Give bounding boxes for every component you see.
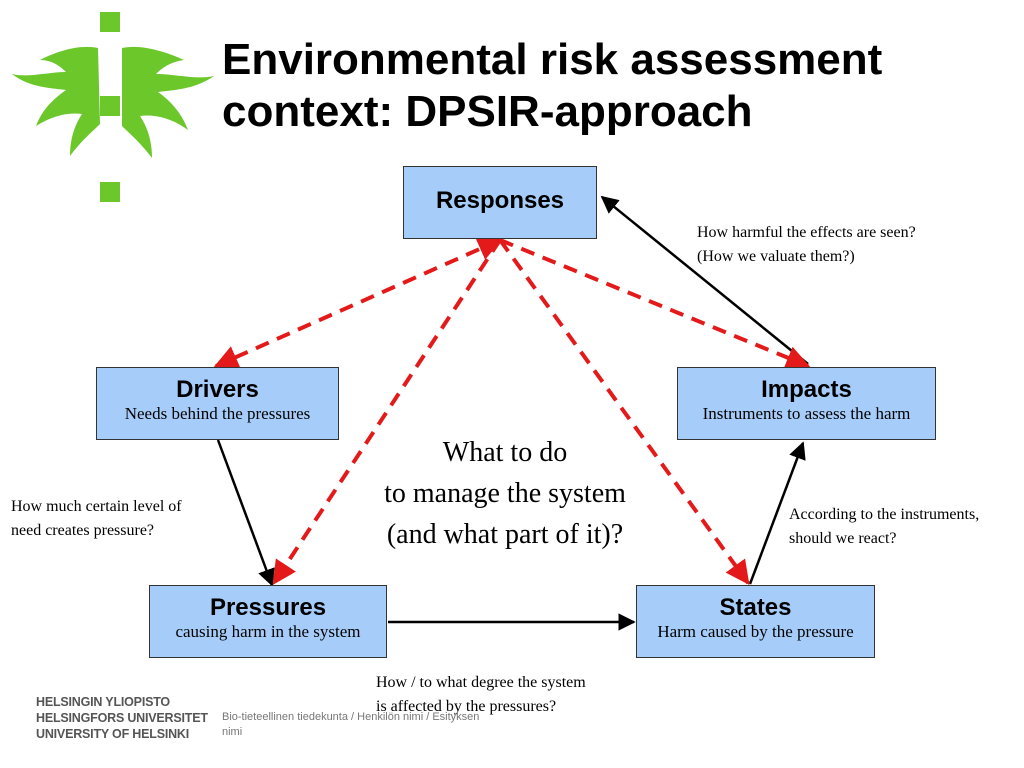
note-line: need creates pressure? bbox=[11, 522, 155, 539]
center-question-line: to manage the system bbox=[384, 478, 626, 509]
university-logo bbox=[12, 12, 214, 202]
arrow-states-to-impacts bbox=[748, 441, 806, 585]
university-name-en: UNIVERSITY OF HELSINKI bbox=[36, 727, 190, 741]
note-pressures-to-states: How / to what degree the system is affec… bbox=[376, 671, 586, 719]
note-line: is affected by the pressures? bbox=[376, 698, 557, 715]
center-question: What to do to manage the system (and wha… bbox=[340, 432, 670, 555]
slide-title: Environmental risk assessment context: D… bbox=[222, 34, 1012, 138]
title-line-2: context: DPSIR-approach bbox=[222, 87, 753, 136]
node-states-subtitle: Harm caused by the pressure bbox=[657, 622, 854, 641]
node-states: States Harm caused by the pressure bbox=[636, 585, 875, 658]
note-line: How / to what degree the system bbox=[376, 674, 586, 691]
center-question-line: What to do bbox=[442, 437, 568, 468]
node-pressures-subtitle: causing harm in the system bbox=[175, 622, 361, 641]
node-responses: Responses bbox=[403, 166, 597, 239]
arrow-impacts-to-responses bbox=[600, 195, 809, 365]
title-line-1: Environmental risk assessment bbox=[222, 35, 883, 84]
node-drivers-subtitle: Needs behind the pressures bbox=[124, 404, 311, 423]
note-line: How harmful the effects are seen? bbox=[697, 224, 916, 241]
note-line: How much certain level of bbox=[11, 498, 182, 515]
note-line: (How we valuate them?) bbox=[697, 248, 855, 265]
note-line: should we react? bbox=[789, 530, 897, 547]
node-pressures-title: Pressures bbox=[209, 594, 327, 621]
dashed-arrow-responses-impacts bbox=[499, 238, 811, 369]
dashed-arrow-responses-drivers bbox=[213, 237, 503, 369]
node-drivers: Drivers Needs behind the pressures bbox=[96, 367, 339, 440]
note-line: According to the instruments, bbox=[789, 506, 980, 523]
university-wordmark: HELSINGIN YLIOPISTO HELSINGFORS UNIVERSI… bbox=[36, 694, 208, 742]
node-pressures: Pressures causing harm in the system bbox=[149, 585, 387, 658]
university-name-sv: HELSINGFORS UNIVERSITET bbox=[36, 711, 208, 725]
node-states-title: States bbox=[719, 594, 792, 621]
university-name-fi: HELSINGIN YLIOPISTO bbox=[36, 695, 170, 709]
note-drivers-to-pressures: How much certain level of need creates p… bbox=[11, 495, 182, 543]
note-impacts-to-responses: How harmful the effects are seen? (How w… bbox=[697, 221, 916, 269]
note-states-to-impacts: According to the instruments, should we … bbox=[789, 503, 979, 551]
dashed-arrow-responses-states bbox=[498, 238, 750, 585]
node-responses-title: Responses bbox=[435, 187, 565, 214]
node-drivers-title: Drivers bbox=[176, 376, 259, 403]
node-impacts: Impacts Instruments to assess the harm bbox=[677, 367, 936, 440]
center-question-line: (and what part of it)? bbox=[386, 519, 624, 550]
arrow-drivers-to-pressures bbox=[216, 439, 275, 587]
footer-meta: Bio-tieteellinen tiedekunta / Henkilön n… bbox=[222, 711, 480, 738]
node-impacts-subtitle: Instruments to assess the harm bbox=[702, 404, 911, 423]
node-impacts-title: Impacts bbox=[761, 376, 852, 403]
